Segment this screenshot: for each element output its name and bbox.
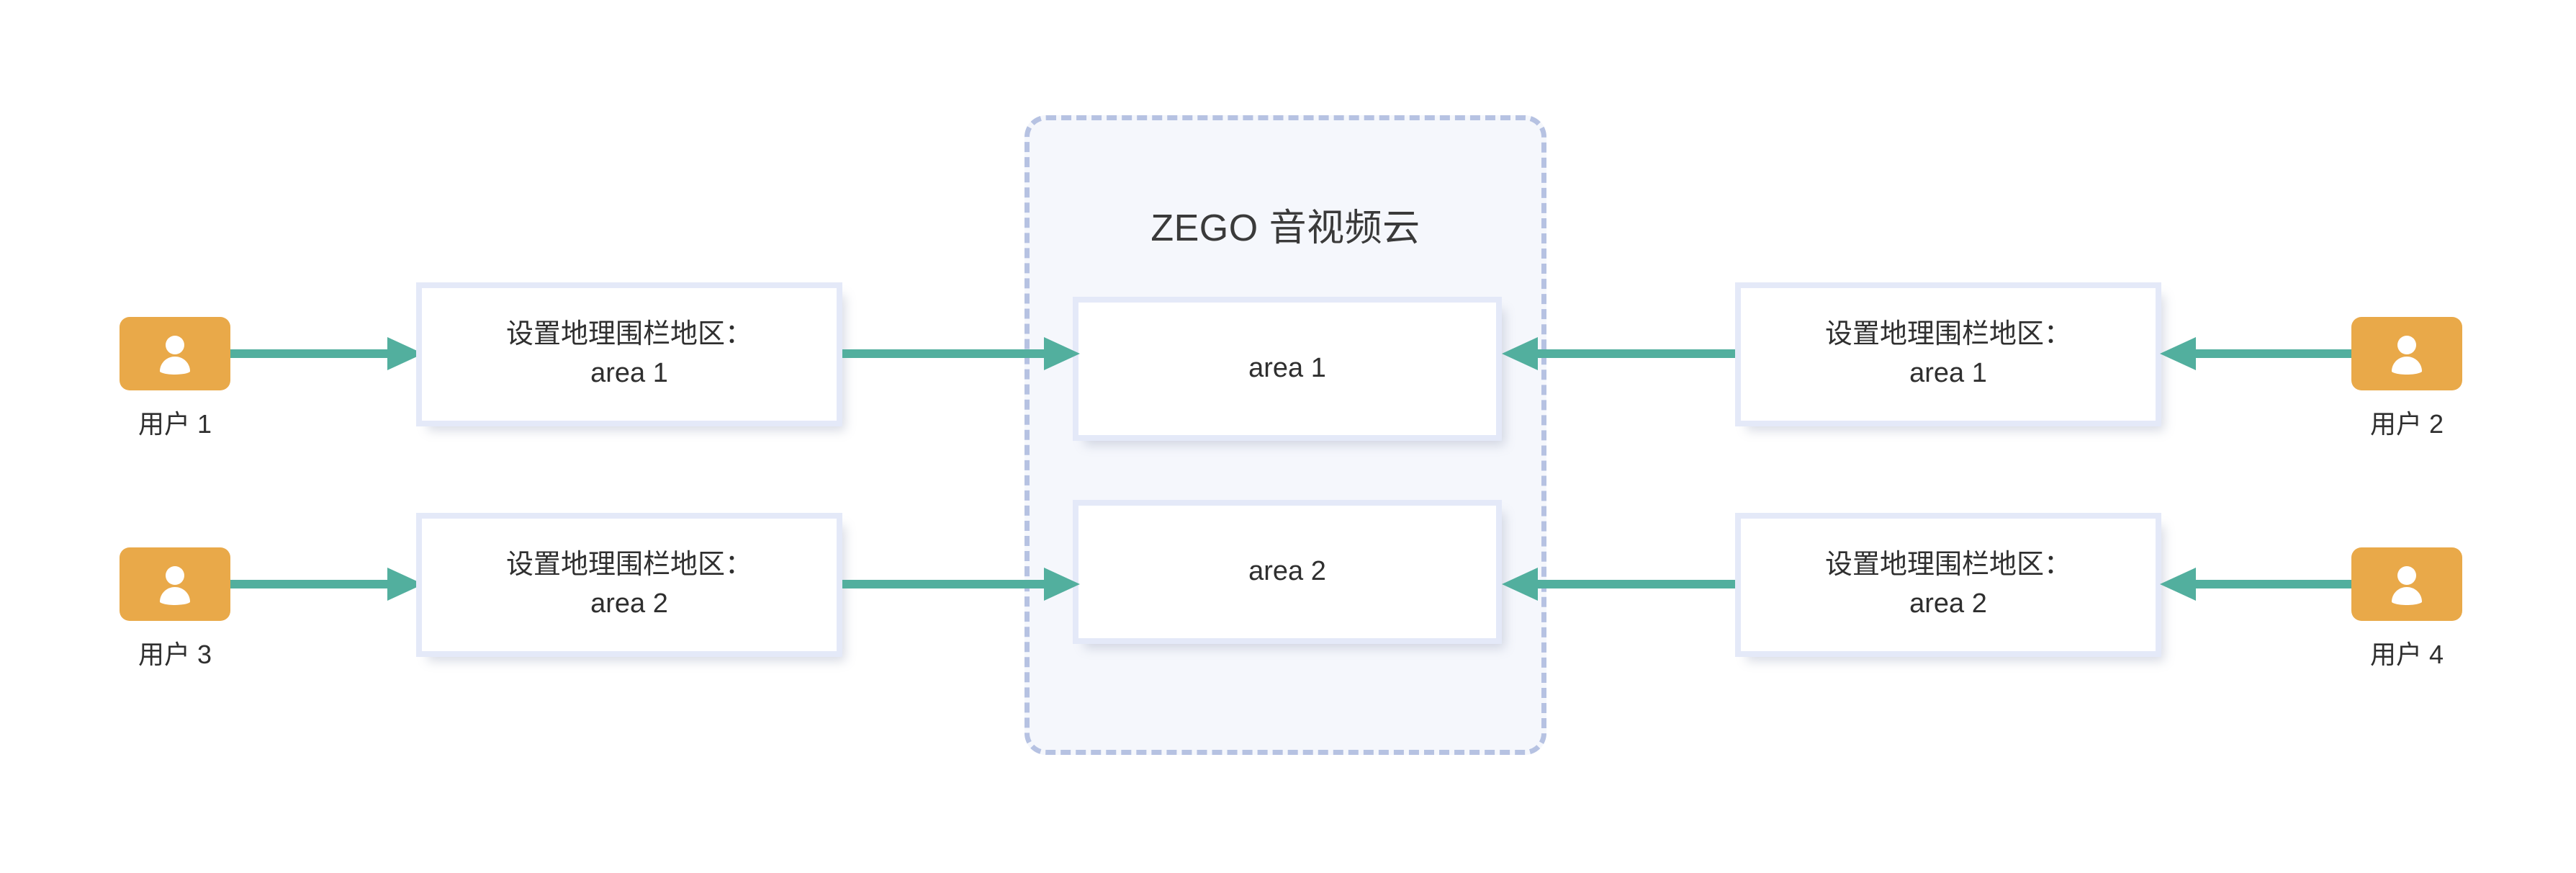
left-geofence-box-1-line1: 设置地理围栏地区：: [505, 319, 752, 350]
user-3: 用户 3: [120, 547, 230, 671]
left-geofence-box-1-line2: area 1: [590, 358, 668, 388]
user-1-label: 用户 1: [138, 409, 212, 439]
left-geofence-box-1: 设置地理围栏地区： area 1: [416, 282, 842, 426]
right-geofence-box-2-line1: 设置地理围栏地区：: [1824, 550, 2071, 581]
left-geofence-box-2-line1: 设置地理围栏地区：: [505, 550, 752, 581]
arrow-box-to-area1-left: [842, 334, 1080, 373]
right-geofence-box-2-line2: area 2: [1909, 588, 1987, 619]
arrow-user2-to-box: [2160, 334, 2353, 373]
right-geofence-box-1-line1: 设置地理围栏地区：: [1824, 319, 2071, 350]
right-geofence-box-1: 设置地理围栏地区： area 1: [1735, 282, 2161, 426]
cloud-area-box-1: area 1: [1073, 297, 1502, 441]
arrow-user4-to-box: [2160, 565, 2353, 604]
right-geofence-box-2: 设置地理围栏地区： area 2: [1735, 513, 2161, 657]
user-3-label: 用户 3: [138, 640, 212, 669]
left-geofence-box-2: 设置地理围栏地区： area 2: [416, 513, 842, 657]
arrow-box-to-area2-left: [842, 565, 1080, 604]
arrow-box-to-area1-right: [1502, 334, 1739, 373]
user-avatar-tile: [2351, 547, 2462, 621]
user-avatar-tile: [120, 317, 230, 390]
user-2-label: 用户 2: [2369, 409, 2444, 439]
cloud-area-label-2: area 2: [1248, 556, 1326, 587]
right-geofence-box-1-line2: area 1: [1909, 358, 1987, 388]
user-4-label: 用户 4: [2369, 640, 2444, 669]
arrow-user3-to-box: [230, 565, 423, 604]
zego-cloud-title: ZEGO 音视频云: [1150, 207, 1420, 249]
arrow-box-to-area2-right: [1502, 565, 1739, 604]
user-avatar-tile: [120, 547, 230, 621]
user-2: 用户 2: [2351, 317, 2462, 441]
arrow-user1-to-box: [230, 334, 423, 373]
left-geofence-box-2-line2: area 2: [590, 588, 668, 619]
user-1: 用户 1: [120, 317, 230, 441]
user-4: 用户 4: [2351, 547, 2462, 671]
cloud-area-label-1: area 1: [1248, 353, 1326, 384]
cloud-area-box-2: area 2: [1073, 500, 1502, 644]
user-avatar-tile: [2351, 317, 2462, 390]
